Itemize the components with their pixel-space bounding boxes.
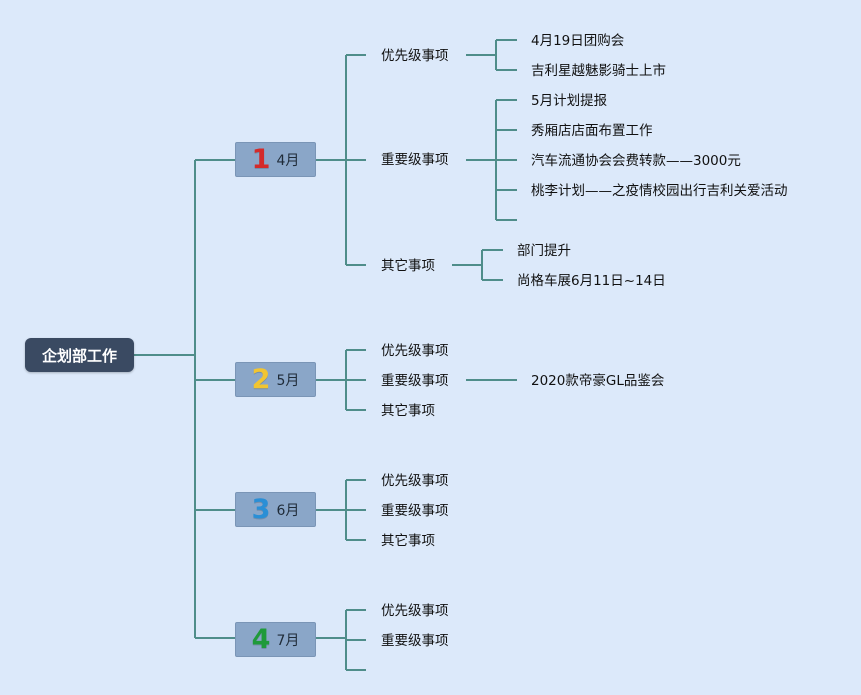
root-node[interactable]: 企划部工作: [25, 338, 134, 372]
category-priority[interactable]: 优先级事项: [381, 48, 449, 64]
month-number-badge: 1: [251, 144, 271, 175]
month-node-may[interactable]: 2 5月: [235, 362, 316, 397]
root-label: 企划部工作: [41, 346, 117, 365]
month-label: 4月: [276, 152, 300, 169]
topic-leaf[interactable]: 5月计划提报: [531, 93, 608, 109]
month-label: 5月: [276, 372, 300, 389]
category-important[interactable]: 重要级事项: [381, 152, 449, 168]
category-priority[interactable]: 优先级事项: [381, 603, 449, 619]
topic-leaf[interactable]: 4月19日团购会: [531, 33, 625, 49]
category-other[interactable]: 其它事项: [381, 258, 435, 274]
month-label: 6月: [276, 502, 300, 519]
category-important[interactable]: 重要级事项: [381, 373, 449, 389]
topic-leaf[interactable]: 尚格车展6月11日~14日: [517, 273, 666, 289]
topic-leaf[interactable]: 吉利星越魅影骑士上市: [531, 63, 666, 79]
category-important[interactable]: 重要级事项: [381, 633, 449, 649]
topic-leaf[interactable]: 秀厢店店面布置工作: [531, 123, 653, 139]
category-other[interactable]: 其它事项: [381, 403, 435, 419]
topic-leaf[interactable]: 汽车流通协会会费转款——3000元: [531, 153, 741, 169]
topic-leaf[interactable]: 部门提升: [517, 243, 571, 259]
category-important[interactable]: 重要级事项: [381, 503, 449, 519]
category-priority[interactable]: 优先级事项: [381, 343, 449, 359]
month-number-badge: 2: [251, 364, 271, 395]
topic-leaf[interactable]: 2020款帝豪GL品鉴会: [531, 373, 665, 389]
category-priority[interactable]: 优先级事项: [381, 473, 449, 489]
month-number-badge: 3: [251, 494, 271, 525]
topic-leaf[interactable]: 桃李计划——之疫情校园出行吉利关爱活动: [531, 183, 788, 199]
month-label: 7月: [276, 632, 300, 649]
month-node-july[interactable]: 4 7月: [235, 622, 316, 657]
month-node-april[interactable]: 1 4月: [235, 142, 316, 177]
month-node-june[interactable]: 3 6月: [235, 492, 316, 527]
month-number-badge: 4: [251, 624, 271, 655]
category-other[interactable]: 其它事项: [381, 533, 435, 549]
